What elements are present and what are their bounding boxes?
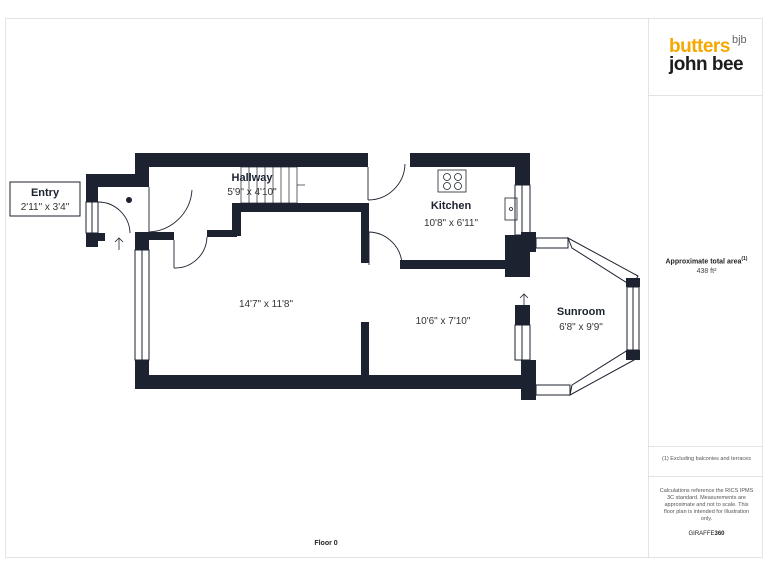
- entry-dims: 2'11" x 3'4": [21, 202, 70, 213]
- brand-superscript: bjb: [732, 34, 747, 46]
- area-label-marker: (1): [741, 256, 748, 262]
- footnote: (1) Excluding balconies and terraces: [662, 456, 751, 462]
- sink-icon: [504, 197, 518, 221]
- direction-arrow-icon: [114, 237, 529, 310]
- hob-icon: [437, 169, 467, 193]
- area-label: Approximate total area(1): [649, 256, 764, 265]
- doors: [97, 163, 406, 269]
- entry-label-box: Entry 2'11" x 3'4": [9, 181, 81, 217]
- brand-name-line2: john bee: [669, 54, 744, 75]
- kitchen-name: Kitchen: [431, 200, 472, 212]
- disclaimer: Calculations reference the RICS IPMS 3C …: [659, 488, 754, 522]
- floor-label: Floor 0: [314, 540, 338, 547]
- windows: [85, 184, 640, 396]
- area-label-text: Approximate total area: [665, 258, 742, 266]
- hallway-dims: 5'9" x 4'10": [227, 187, 277, 198]
- dining-dims: 10'6" x 7'10": [416, 316, 471, 327]
- divider: [649, 446, 763, 447]
- sunroom-name: Sunroom: [557, 306, 605, 318]
- giraffe-credit: GIRAFFE360: [649, 531, 764, 537]
- divider: [649, 476, 763, 477]
- living-dims: 14'7" x 11'8": [239, 299, 294, 310]
- brand-name-line1: butters: [669, 36, 730, 57]
- floorplan-sheet: [5, 18, 763, 558]
- entry-name: Entry: [31, 187, 60, 199]
- kitchen-dims: 10'8" x 6'11": [424, 218, 479, 229]
- walls: [86, 153, 640, 400]
- info-panel: butters bjb john bee Approximate total a…: [648, 18, 763, 558]
- sunroom-dims: 6'8" x 9'9": [559, 322, 603, 333]
- floor-plan: Entry 2'11" x 3'4" Hallway 5'9" x 4'10" …: [9, 153, 640, 400]
- credit-suffix: 360: [714, 531, 725, 537]
- divider: [649, 95, 763, 96]
- hallway-name: Hallway: [232, 172, 274, 184]
- entry-marker-icon: [126, 197, 132, 203]
- credit-prefix: GIRAFFE: [688, 531, 715, 537]
- stairs: [240, 166, 305, 204]
- room-labels: Hallway 5'9" x 4'10" Kitchen 10'8" x 6'1…: [227, 172, 605, 333]
- area-value: 438 ft²: [696, 268, 717, 275]
